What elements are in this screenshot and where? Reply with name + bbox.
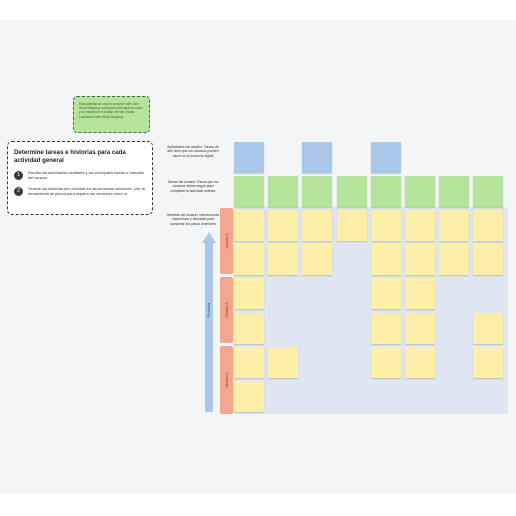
task-sticky-note[interactable] bbox=[405, 176, 435, 207]
story-sticky-note[interactable] bbox=[234, 346, 264, 378]
story-sticky-note[interactable] bbox=[405, 346, 435, 378]
story-sticky-note[interactable] bbox=[234, 210, 264, 241]
story-sticky-note[interactable] bbox=[439, 244, 470, 276]
task-sticky-note[interactable] bbox=[268, 176, 299, 207]
story-sticky-note[interactable] bbox=[370, 346, 401, 378]
story-sticky-note[interactable] bbox=[234, 278, 264, 310]
instructions-panel[interactable]: Determine tareas e historias para cada a… bbox=[7, 141, 153, 215]
step-text: Escriba las actividades centrales y las … bbox=[28, 170, 144, 181]
task-sticky-note[interactable] bbox=[302, 176, 333, 207]
activity-sticky-note[interactable] bbox=[302, 142, 333, 173]
story-sticky-note[interactable] bbox=[234, 381, 264, 412]
instruction-step-2: 2 Ordene las historias por prioridad en … bbox=[14, 186, 146, 197]
story-sticky-note[interactable] bbox=[302, 244, 333, 276]
info-sticky-note[interactable]: Esta plantilla se usa en conjunto with U… bbox=[73, 96, 150, 133]
task-sticky-note[interactable] bbox=[473, 176, 504, 207]
story-sticky-note[interactable] bbox=[473, 244, 504, 276]
priority-arrow-up-icon bbox=[202, 232, 216, 243]
activity-sticky-note[interactable] bbox=[234, 142, 264, 173]
priority-label: Prioridad bbox=[207, 302, 211, 318]
step-text: Ordene las historias por prioridad en la… bbox=[28, 185, 145, 196]
story-sticky-note[interactable] bbox=[405, 278, 435, 310]
story-sticky-note[interactable] bbox=[268, 346, 299, 378]
story-sticky-note[interactable] bbox=[268, 210, 299, 241]
step-number-badge: 1 bbox=[14, 171, 23, 180]
story-sticky-note[interactable] bbox=[405, 210, 435, 241]
story-sticky-note[interactable] bbox=[439, 210, 470, 241]
story-sticky-note[interactable] bbox=[473, 210, 504, 241]
activity-sticky-note[interactable] bbox=[370, 142, 401, 173]
story-sticky-note[interactable] bbox=[268, 244, 299, 276]
activities-row-label: Actividades del usuario: Tareas de alto … bbox=[167, 145, 219, 158]
tasks-row-label: Tareas del usuario: Pasos que los usuari… bbox=[167, 180, 219, 193]
release-3-band[interactable]: Versión 3 bbox=[220, 346, 233, 414]
info-note-text: Esta plantilla se usa en conjunto with U… bbox=[79, 102, 143, 119]
stories-row-label: Historias del usuario: Interacciones esp… bbox=[166, 213, 220, 226]
story-map-board[interactable] bbox=[233, 207, 508, 414]
release-1-band[interactable]: Versión 1 bbox=[220, 208, 233, 274]
priority-arrow-shaft bbox=[205, 242, 213, 412]
step-number-badge: 2 bbox=[14, 186, 23, 196]
story-sticky-note[interactable] bbox=[405, 312, 435, 344]
story-sticky-note[interactable] bbox=[370, 244, 401, 276]
story-sticky-note[interactable] bbox=[473, 312, 504, 344]
story-sticky-note[interactable] bbox=[234, 244, 264, 276]
release-1-label: Versión 1 bbox=[224, 233, 229, 249]
story-sticky-note[interactable] bbox=[370, 210, 401, 241]
release-2-label: Versión 2 bbox=[224, 302, 229, 318]
story-sticky-note[interactable] bbox=[370, 312, 401, 344]
task-sticky-note[interactable] bbox=[370, 176, 401, 207]
task-sticky-note[interactable] bbox=[234, 176, 264, 207]
story-sticky-note[interactable] bbox=[336, 210, 367, 241]
story-sticky-note[interactable] bbox=[302, 210, 333, 241]
release-3-label: Versión 3 bbox=[224, 372, 229, 388]
task-sticky-note[interactable] bbox=[336, 176, 367, 207]
story-sticky-note[interactable] bbox=[405, 244, 435, 276]
story-sticky-note[interactable] bbox=[473, 346, 504, 378]
release-2-band[interactable]: Versión 2 bbox=[220, 277, 233, 343]
task-sticky-note[interactable] bbox=[439, 176, 470, 207]
story-sticky-note[interactable] bbox=[234, 312, 264, 344]
instructions-title: Determine tareas e historias para cada a… bbox=[14, 149, 126, 164]
instruction-step-1: 1 Escriba las actividades centrales y la… bbox=[14, 170, 146, 181]
story-sticky-note[interactable] bbox=[370, 278, 401, 310]
